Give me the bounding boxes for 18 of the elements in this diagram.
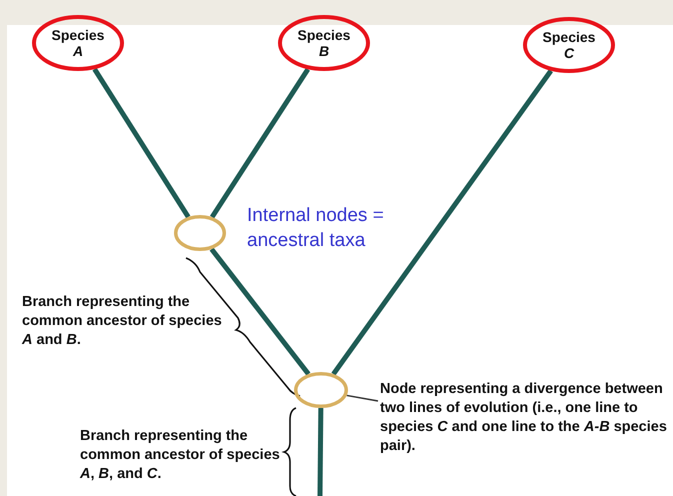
annotation-text: Internal nodes = ancestral taxa <box>247 204 385 253</box>
internal-node-circle <box>294 372 348 408</box>
species-name: Species A <box>50 27 106 59</box>
tree-branch <box>210 68 310 218</box>
tree-branch <box>331 69 553 376</box>
tree-branch <box>210 248 310 376</box>
annotation-text: Node representing a divergence between two lines of evolution (i.e., one line to species C and one line to the A-B species pair). <box>380 380 670 456</box>
species-name: Species B <box>296 27 352 59</box>
tree-branch <box>318 408 324 496</box>
species-circle <box>278 15 370 71</box>
species-circle <box>523 17 615 73</box>
species-name: Species C <box>542 29 596 61</box>
internal-node-circle <box>174 215 226 251</box>
leader-line <box>346 394 378 402</box>
branch-caption: Branch representing the common ancestor of species A, B, and C. <box>80 427 281 484</box>
species-circle <box>32 15 124 71</box>
tree-branch <box>92 68 190 218</box>
branch-caption: Branch representing the common ancestor of species A and B. <box>22 293 223 350</box>
